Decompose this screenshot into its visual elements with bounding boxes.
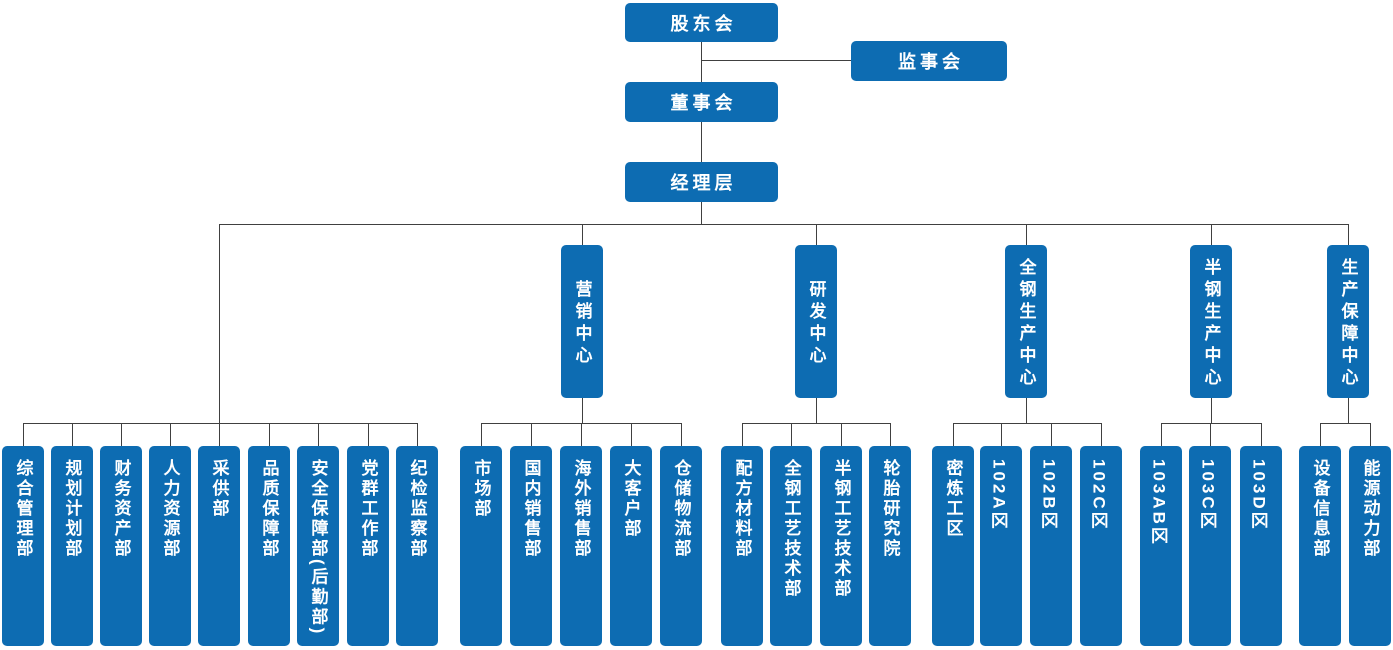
equipment-info-dept: 设备信息部 [1299,446,1341,646]
rnd-center: 研发中心 [795,245,837,398]
zone-102c: 102C区 [1080,446,1122,646]
connector-line [701,42,702,82]
connector-line [1161,423,1261,424]
board-of-directors: 董事会 [625,82,778,122]
connector-line [72,423,73,446]
zone-103c: 103C区 [1189,446,1231,646]
market-dept: 市场部 [460,446,502,646]
connector-line [742,423,743,446]
procurement-dept: 采供部 [198,446,240,646]
connector-line [318,423,319,446]
allsteel-production-center: 全钢生产中心 [1005,245,1047,398]
connector-line [1026,398,1027,423]
finance-assets-dept: 财务资产部 [100,446,142,646]
zone-102a: 102A区 [980,446,1022,646]
energy-power-dept: 能源动力部 [1349,446,1391,646]
safety-logistics-dept: 安全保障部(后勤部) [297,446,339,646]
connector-line [1210,423,1211,446]
quality-assurance-dept: 品质保障部 [248,446,290,646]
connector-line [531,423,532,446]
connector-line [1026,224,1027,245]
connector-line [631,423,632,446]
connector-line [953,423,1101,424]
connector-line [582,224,583,245]
production-support-center: 生产保障中心 [1327,245,1369,398]
mixing-workshop: 密炼工区 [932,446,974,646]
connector-line [1320,423,1370,424]
connector-line [219,423,220,446]
overseas-sales-dept: 海外销售部 [560,446,602,646]
connector-line [1320,423,1321,446]
connector-line [121,423,122,446]
connector-line [791,423,792,446]
zone-102b: 102B区 [1030,446,1072,646]
connector-line [1348,224,1349,245]
connector-line [481,423,482,446]
connector-line [23,423,417,424]
shareholders-meeting: 股东会 [625,3,778,42]
party-work-dept: 党群工作部 [347,446,389,646]
zone-103ab: 103AB区 [1140,446,1182,646]
tire-research-institute: 轮胎研究院 [869,446,911,646]
domestic-sales-dept: 国内销售部 [510,446,552,646]
allsteel-process-tech-dept: 全钢工艺技术部 [770,446,812,646]
connector-line [890,423,891,446]
connector-line [582,398,583,423]
connector-line [816,398,817,423]
connector-line [1370,423,1371,446]
management-team: 经理层 [625,162,778,202]
semisteel-production-center: 半钢生产中心 [1190,245,1232,398]
discipline-inspection-dept: 纪检监察部 [396,446,438,646]
hr-dept: 人力资源部 [149,446,191,646]
connector-line [1211,224,1212,245]
connector-line [219,224,1348,225]
connector-line [1348,398,1349,423]
connector-line [219,224,220,423]
connector-line [681,423,682,446]
connector-line [1211,398,1212,423]
general-admin-dept: 综合管理部 [2,446,44,646]
connector-line [417,423,418,446]
connector-line [1001,423,1002,446]
connector-line [581,423,582,446]
connector-line [23,423,24,446]
connector-line [1051,423,1052,446]
connector-line [1261,423,1262,446]
board-of-supervisors: 监事会 [851,41,1007,81]
connector-line [701,202,702,224]
connector-line [701,60,851,61]
semisteel-process-tech-dept: 半钢工艺技术部 [820,446,862,646]
connector-line [269,423,270,446]
marketing-center: 营销中心 [561,245,603,398]
connector-line [701,122,702,162]
connector-line [953,423,954,446]
connector-line [841,423,842,446]
warehouse-logistics-dept: 仓储物流部 [660,446,702,646]
connector-line [1101,423,1102,446]
connector-line [170,423,171,446]
zone-103d: 103D区 [1240,446,1282,646]
connector-line [368,423,369,446]
compound-materials-dept: 配方材料部 [721,446,763,646]
connector-line [816,224,817,245]
connector-line [1161,423,1162,446]
key-accounts-dept: 大客户部 [610,446,652,646]
planning-dept: 规划计划部 [51,446,93,646]
connector-line [742,423,890,424]
